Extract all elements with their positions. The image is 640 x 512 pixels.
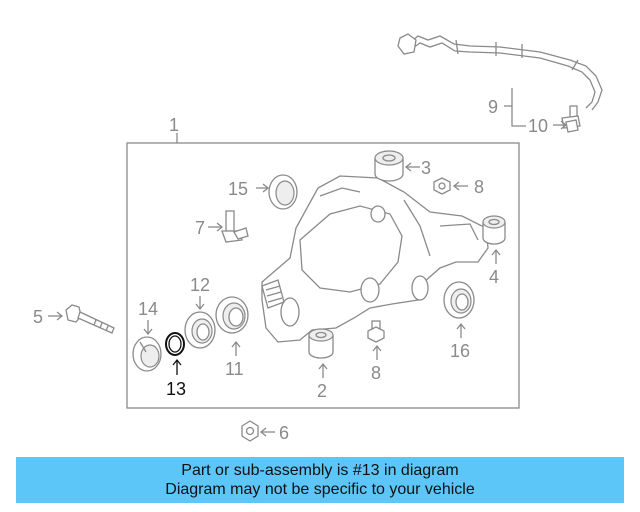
label-part-14[interactable]: 14 xyxy=(138,299,158,319)
label-part-1[interactable]: 1 xyxy=(169,115,179,135)
stud-part-7[interactable] xyxy=(221,210,249,243)
label-part-7[interactable]: 7 xyxy=(195,218,205,238)
label-part-4[interactable]: 4 xyxy=(489,267,499,287)
banner-line-part-number: Part or sub-assembly is #13 in diagram xyxy=(181,462,459,479)
parts-diagram: 1 2 3 4 xyxy=(33,33,603,443)
label-part-13[interactable]: 13 xyxy=(166,379,186,399)
plug-part-8-upper[interactable] xyxy=(433,177,451,195)
seal-part-12[interactable] xyxy=(184,311,216,349)
differential-housing-illustration xyxy=(261,175,489,343)
bushing-part-2[interactable] xyxy=(308,328,334,359)
o-ring-part-13[interactable] xyxy=(165,332,185,356)
seal-part-15[interactable] xyxy=(268,174,298,210)
seal-part-16[interactable] xyxy=(443,281,475,319)
bushing-part-4[interactable] xyxy=(482,215,506,245)
vent-valve-part-10[interactable] xyxy=(561,105,581,133)
label-part-16[interactable]: 16 xyxy=(450,341,470,361)
assembly-frame xyxy=(126,142,520,409)
info-banner: Part or sub-assembly is #13 in diagram D… xyxy=(16,457,624,503)
label-part-5[interactable]: 5 xyxy=(33,307,43,327)
label-part-9[interactable]: 9 xyxy=(488,97,498,117)
label-part-15[interactable]: 15 xyxy=(228,179,248,199)
seal-part-11[interactable] xyxy=(215,296,249,334)
label-part-10[interactable]: 10 xyxy=(528,116,548,136)
bolt-part-5[interactable] xyxy=(65,304,115,334)
label-part-8-upper[interactable]: 8 xyxy=(474,177,484,197)
label-part-8-lower[interactable]: 8 xyxy=(371,363,381,383)
vent-hose-part-9[interactable] xyxy=(397,33,603,111)
banner-line-disclaimer: Diagram may not be specific to your vehi… xyxy=(165,481,475,498)
label-part-2[interactable]: 2 xyxy=(317,381,327,401)
plug-part-8-lower[interactable] xyxy=(367,320,385,343)
nut-part-6[interactable] xyxy=(241,420,259,442)
bushing-part-3[interactable] xyxy=(374,150,404,182)
label-part-3[interactable]: 3 xyxy=(421,158,431,178)
label-part-11[interactable]: 11 xyxy=(225,359,244,379)
label-part-6[interactable]: 6 xyxy=(279,423,289,443)
label-part-12[interactable]: 12 xyxy=(190,275,210,295)
seal-part-14[interactable] xyxy=(132,336,162,372)
